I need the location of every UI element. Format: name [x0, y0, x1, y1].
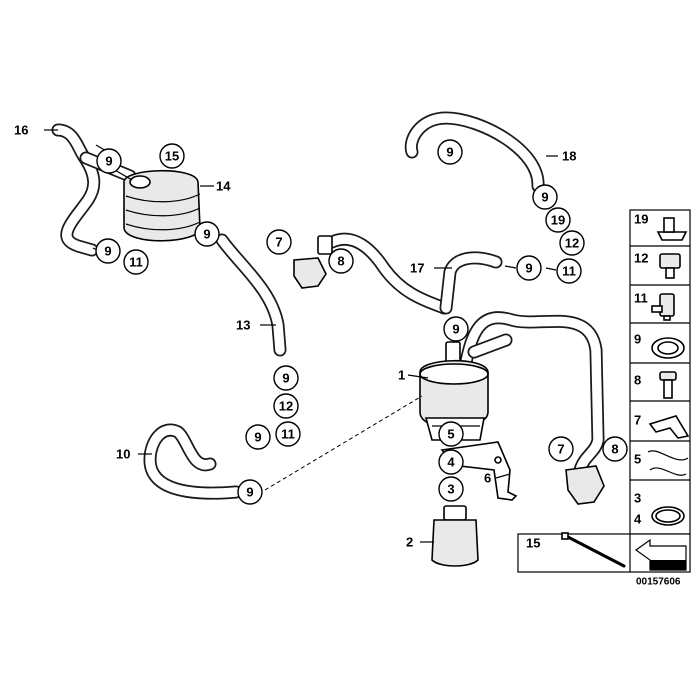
connector-7-upper — [293, 235, 333, 289]
label-16: 16 — [14, 123, 28, 138]
callout-15: 15 — [159, 143, 185, 169]
connector-11-icon — [651, 293, 675, 321]
hose-clamp-9-icon — [651, 337, 685, 359]
callout-11: 11 — [275, 421, 301, 447]
callout-9: 9 — [245, 424, 271, 450]
legend-label-7: 7 — [634, 413, 641, 428]
seal-5-icon — [647, 450, 689, 476]
svg-text:9: 9 — [525, 261, 532, 276]
callout-9: 9 — [443, 316, 469, 342]
hose-17 — [325, 232, 605, 477]
svg-text:7: 7 — [557, 442, 564, 457]
svg-text:3: 3 — [447, 482, 454, 497]
svg-text:19: 19 — [551, 213, 565, 228]
cable-tie-15-icon — [561, 532, 626, 568]
label-6: 6 — [484, 471, 491, 486]
svg-text:12: 12 — [565, 236, 579, 251]
svg-text:9: 9 — [203, 227, 210, 242]
legend-label-3: 3 — [634, 491, 641, 506]
connector-12-icon — [659, 253, 681, 279]
label-18: 18 — [562, 149, 576, 164]
svg-text:4: 4 — [447, 455, 455, 470]
label-15: 15 — [526, 536, 540, 551]
screw-8-icon — [659, 371, 677, 399]
o-ring-3-4-icon — [651, 506, 685, 526]
callout-7: 7 — [548, 436, 574, 462]
callout-12: 12 — [273, 393, 299, 419]
svg-text:9: 9 — [104, 244, 111, 259]
svg-text:9: 9 — [254, 430, 261, 445]
callout-9: 9 — [95, 238, 121, 264]
legend-label-11: 11 — [634, 291, 648, 306]
clip-19-icon — [656, 217, 688, 241]
callout-9: 9 — [96, 148, 122, 174]
legend-label-12: 12 — [634, 251, 648, 266]
callout-4: 4 — [438, 449, 464, 475]
svg-text:8: 8 — [337, 254, 344, 269]
legend-column: 19 12 11 9 8 7 5 — [629, 209, 691, 535]
svg-text:11: 11 — [562, 264, 576, 279]
label-14: 14 — [216, 179, 231, 194]
callout-9: 9 — [194, 221, 220, 247]
callout-12: 12 — [559, 230, 585, 256]
label-17: 17 — [410, 261, 424, 276]
callout-9: 9 — [273, 365, 299, 391]
callout-7: 7 — [266, 229, 292, 255]
svg-text:9: 9 — [282, 371, 289, 386]
svg-text:15: 15 — [165, 149, 179, 164]
arrow-icon — [634, 538, 687, 571]
callout-11: 11 — [123, 249, 149, 275]
part-15-box: 15 — [517, 532, 691, 573]
label-2: 2 — [406, 535, 413, 550]
svg-text:9: 9 — [246, 485, 253, 500]
svg-text:5: 5 — [447, 427, 454, 442]
callout-9: 9 — [516, 255, 542, 281]
callout-9: 9 — [437, 139, 463, 165]
diagram-code: 00157606 — [636, 577, 681, 588]
legend-label-9: 9 — [634, 332, 641, 347]
svg-text:9: 9 — [452, 322, 459, 337]
svg-text:11: 11 — [281, 427, 295, 442]
label-1: 1 — [398, 368, 405, 383]
filter-canister-14 — [123, 169, 201, 242]
callout-8: 8 — [328, 248, 354, 274]
callout-9: 9 — [237, 479, 263, 505]
callout-9: 9 — [532, 184, 558, 210]
hose-13 — [215, 233, 287, 357]
filter-2 — [431, 505, 479, 567]
callout-circles: 9 15 9 11 9 7 8 9 9 19 12 9 11 9 9 12 11… — [95, 139, 628, 505]
svg-text:9: 9 — [105, 154, 112, 169]
svg-text:11: 11 — [129, 255, 143, 270]
callout-3: 3 — [438, 476, 464, 502]
label-10: 10 — [116, 447, 130, 462]
hose-10 — [143, 423, 243, 500]
svg-text:7: 7 — [275, 235, 282, 250]
callout-5: 5 — [438, 421, 464, 447]
legend-label-8: 8 — [634, 373, 641, 388]
pump-1 — [419, 341, 489, 441]
callout-8: 8 — [602, 436, 628, 462]
svg-text:9: 9 — [541, 190, 548, 205]
svg-text:12: 12 — [279, 399, 293, 414]
legend-label-4: 4 — [634, 512, 642, 527]
label-13: 13 — [236, 318, 250, 333]
hose-16 — [51, 123, 137, 257]
callout-11: 11 — [556, 258, 582, 284]
clip-7-icon — [648, 415, 690, 439]
hose-18 — [404, 111, 545, 193]
legend-label-5: 5 — [634, 452, 641, 467]
svg-text:8: 8 — [611, 442, 618, 457]
svg-text:9: 9 — [446, 145, 453, 160]
legend-label-19: 19 — [634, 212, 648, 227]
connector-8-right — [565, 465, 605, 505]
part-labels: 16 14 18 17 13 1 10 6 2 — [14, 123, 576, 550]
callout-19: 19 — [545, 207, 571, 233]
